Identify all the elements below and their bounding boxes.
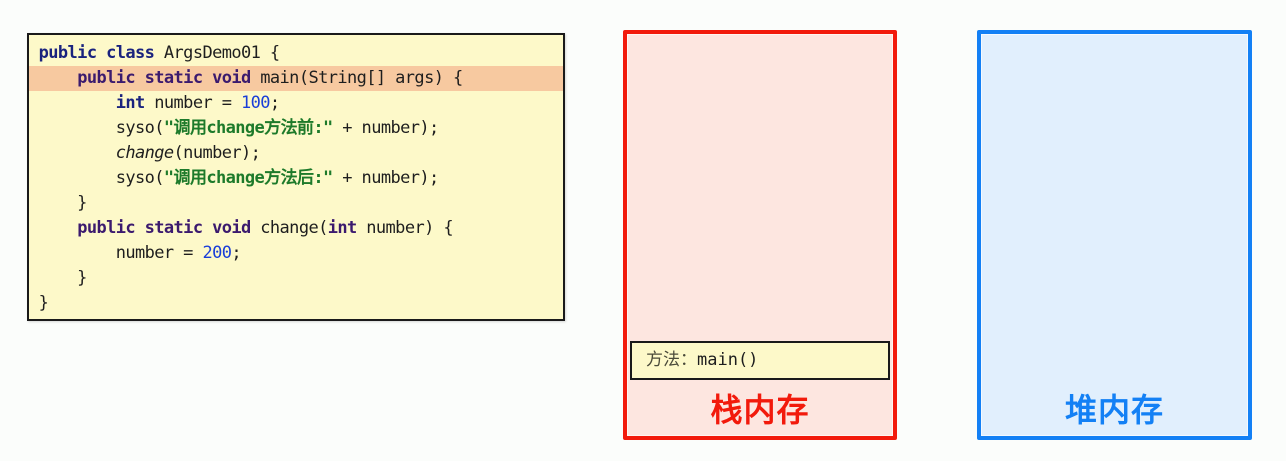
string-text: change: [206, 168, 265, 188]
indent: [39, 218, 78, 238]
param-list: number) {: [356, 218, 453, 238]
code-panel: public class ArgsDemo01 { public static …: [27, 33, 565, 321]
keyword-public: public: [77, 218, 135, 238]
string-quote: :": [313, 118, 333, 138]
indent: [39, 143, 116, 163]
code-line-change-close: }: [29, 266, 563, 291]
string-text: 方法前: [264, 118, 314, 138]
number-literal: 100: [241, 93, 271, 113]
string-text: 调用: [173, 118, 207, 138]
indent: [39, 68, 78, 88]
keyword-void: void: [212, 68, 251, 88]
closing-brace: }: [38, 268, 87, 288]
string-quote: ": [163, 168, 174, 188]
string-quote: ": [163, 118, 174, 138]
keyword-static: static: [144, 218, 203, 238]
main-signature: main(String[] args) {: [250, 68, 463, 88]
code-line-change-decl: public static void change(int number) {: [29, 216, 563, 241]
string-quote: :": [313, 168, 333, 188]
code-line-class-decl: public class ArgsDemo01 {: [29, 41, 563, 66]
keyword-int: int: [115, 93, 146, 113]
keyword-static: static: [144, 68, 203, 88]
stack-memory-panel: 方法：main() 栈内存: [623, 30, 897, 440]
string-text: 调用: [173, 168, 207, 188]
semicolon: ;: [269, 93, 280, 113]
method-name: change(: [250, 218, 328, 238]
code-line-main-close: }: [29, 191, 563, 216]
method-call: change: [115, 143, 174, 163]
syso-call: syso(: [38, 118, 165, 138]
heap-memory-panel: 堆内存: [977, 30, 1252, 440]
assignment: number =: [38, 243, 203, 263]
code-line-change-call: change(number);: [29, 141, 563, 166]
closing-brace: }: [38, 293, 49, 313]
string-text: change: [206, 118, 265, 138]
semicolon: ;: [231, 243, 241, 263]
code-line-assign: number = 200;: [29, 241, 563, 266]
code-line-main-decl-highlighted: public static void main(String[] args) {: [29, 66, 563, 91]
concat-expr: + number);: [332, 168, 439, 188]
code-line-class-close: }: [29, 291, 563, 316]
indent: [39, 93, 116, 113]
number-literal: 200: [202, 243, 232, 263]
keyword-public: public: [77, 68, 135, 88]
concat-expr: + number);: [332, 118, 439, 138]
frame-method: main(): [697, 350, 759, 370]
code-line-syso-before: syso("调用change方法前:" + number);: [29, 116, 563, 141]
keyword-public: public: [38, 43, 97, 63]
heap-memory-label: 堆内存: [1064, 391, 1164, 429]
closing-brace: }: [38, 193, 87, 213]
class-name: ArgsDemo01 {: [154, 43, 280, 63]
keyword-class: class: [106, 43, 155, 63]
stack-memory-label: 栈内存: [710, 391, 810, 429]
frame-prefix: 方法：: [646, 350, 697, 370]
string-text: 方法后: [264, 168, 314, 188]
code-line-int-decl: int number = 100;: [29, 91, 563, 116]
keyword-void: void: [212, 218, 251, 238]
code-line-syso-after: syso("调用change方法后:" + number);: [29, 166, 563, 191]
syso-call: syso(: [38, 168, 165, 188]
call-args: (number);: [173, 143, 261, 163]
stack-frame-main: 方法：main(): [630, 341, 890, 380]
assignment: number =: [144, 93, 241, 113]
keyword-int: int: [327, 218, 358, 238]
